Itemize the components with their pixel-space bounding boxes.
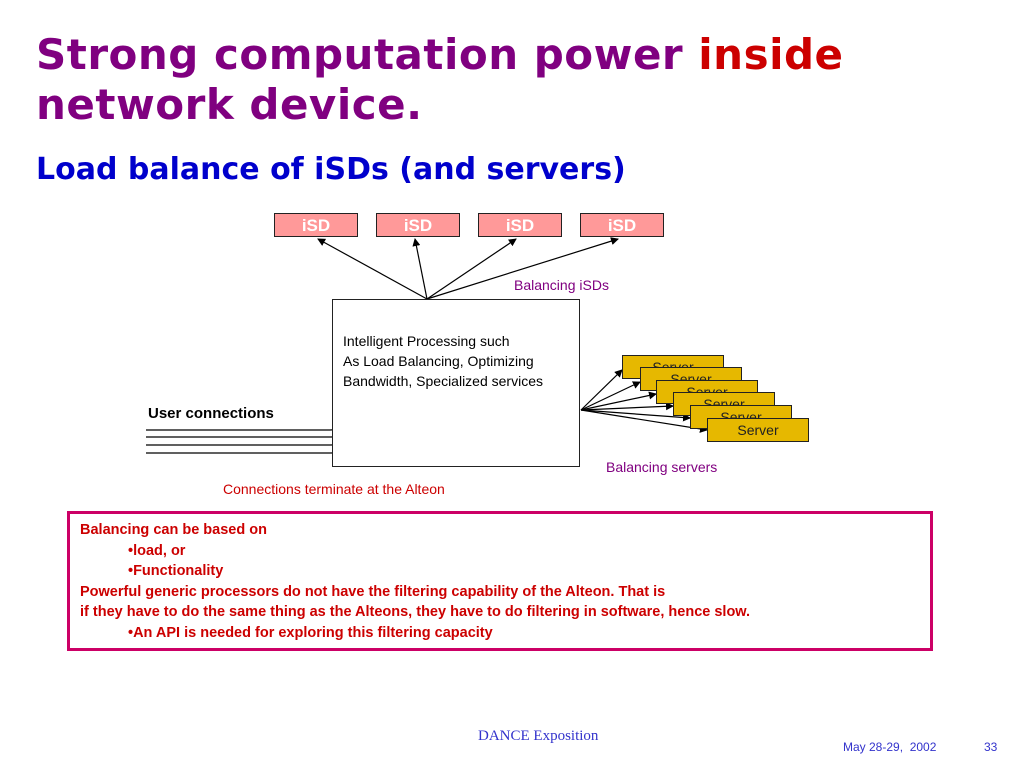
isd-box-1: iSD — [274, 213, 358, 237]
processing-line-2: As Load Balancing, Optimizing — [343, 353, 534, 369]
balancing-isds-label: Balancing iSDs — [514, 277, 609, 293]
isd-box-2: iSD — [376, 213, 460, 237]
arrow-to-server-6 — [580, 409, 708, 433]
processing-text: Intelligent Processing such As Load Bala… — [343, 331, 543, 391]
arrow-to-server-4 — [580, 402, 674, 411]
note-line-1: Balancing can be based on — [80, 522, 267, 538]
footer-date: May 28-29, 2002 — [843, 740, 937, 754]
isd-arrows — [317, 237, 619, 300]
server-box-6: Server — [707, 418, 809, 442]
notes-box: Balancing can be based on •load, or •Fun… — [67, 511, 933, 651]
slide-title-line1: Strong computation power inside — [36, 30, 844, 80]
balancing-servers-label: Balancing servers — [606, 459, 718, 475]
processing-line-1: Intelligent Processing such — [343, 333, 510, 349]
slide-subtitle: Load balance of iSDs (and servers) — [36, 152, 626, 187]
isd-box-3: iSD — [478, 213, 562, 237]
note-line-2: •load, or — [128, 542, 186, 559]
footer-page-number: 33 — [984, 740, 998, 754]
arrow-to-server-5 — [580, 409, 691, 422]
arrow-to-server-3 — [580, 391, 657, 411]
server-arrows — [580, 369, 708, 433]
footer-event-name: DANCE Exposition — [478, 728, 599, 744]
arrow-to-server-2 — [580, 381, 641, 411]
title-highlight-text: inside — [698, 30, 844, 79]
arrow-to-isd-2 — [412, 238, 428, 300]
title-main-text: Strong computation power — [36, 30, 699, 79]
arrow-to-isd-3 — [426, 238, 517, 300]
note-line-3: •Functionality — [128, 563, 224, 579]
slide-title-line2: network device. — [36, 80, 423, 129]
arrow-to-isd-4 — [426, 237, 619, 300]
note-line-5: if they have to do the same thing as the… — [80, 604, 751, 620]
connections-terminate-label: Connections terminate at the Alteon — [223, 481, 445, 497]
arrow-to-isd-1 — [317, 238, 428, 300]
note-line-4: Powerful generic processors do not have … — [80, 583, 666, 600]
processing-line-3: Bandwidth, Specialized services — [343, 373, 543, 389]
note-line-6: •An API is needed for exploring this fil… — [128, 624, 493, 641]
user-connections-label: User connections — [148, 405, 274, 422]
arrow-to-server-1 — [580, 369, 623, 411]
processing-box — [332, 299, 580, 467]
isd-box-4: iSD — [580, 213, 664, 237]
